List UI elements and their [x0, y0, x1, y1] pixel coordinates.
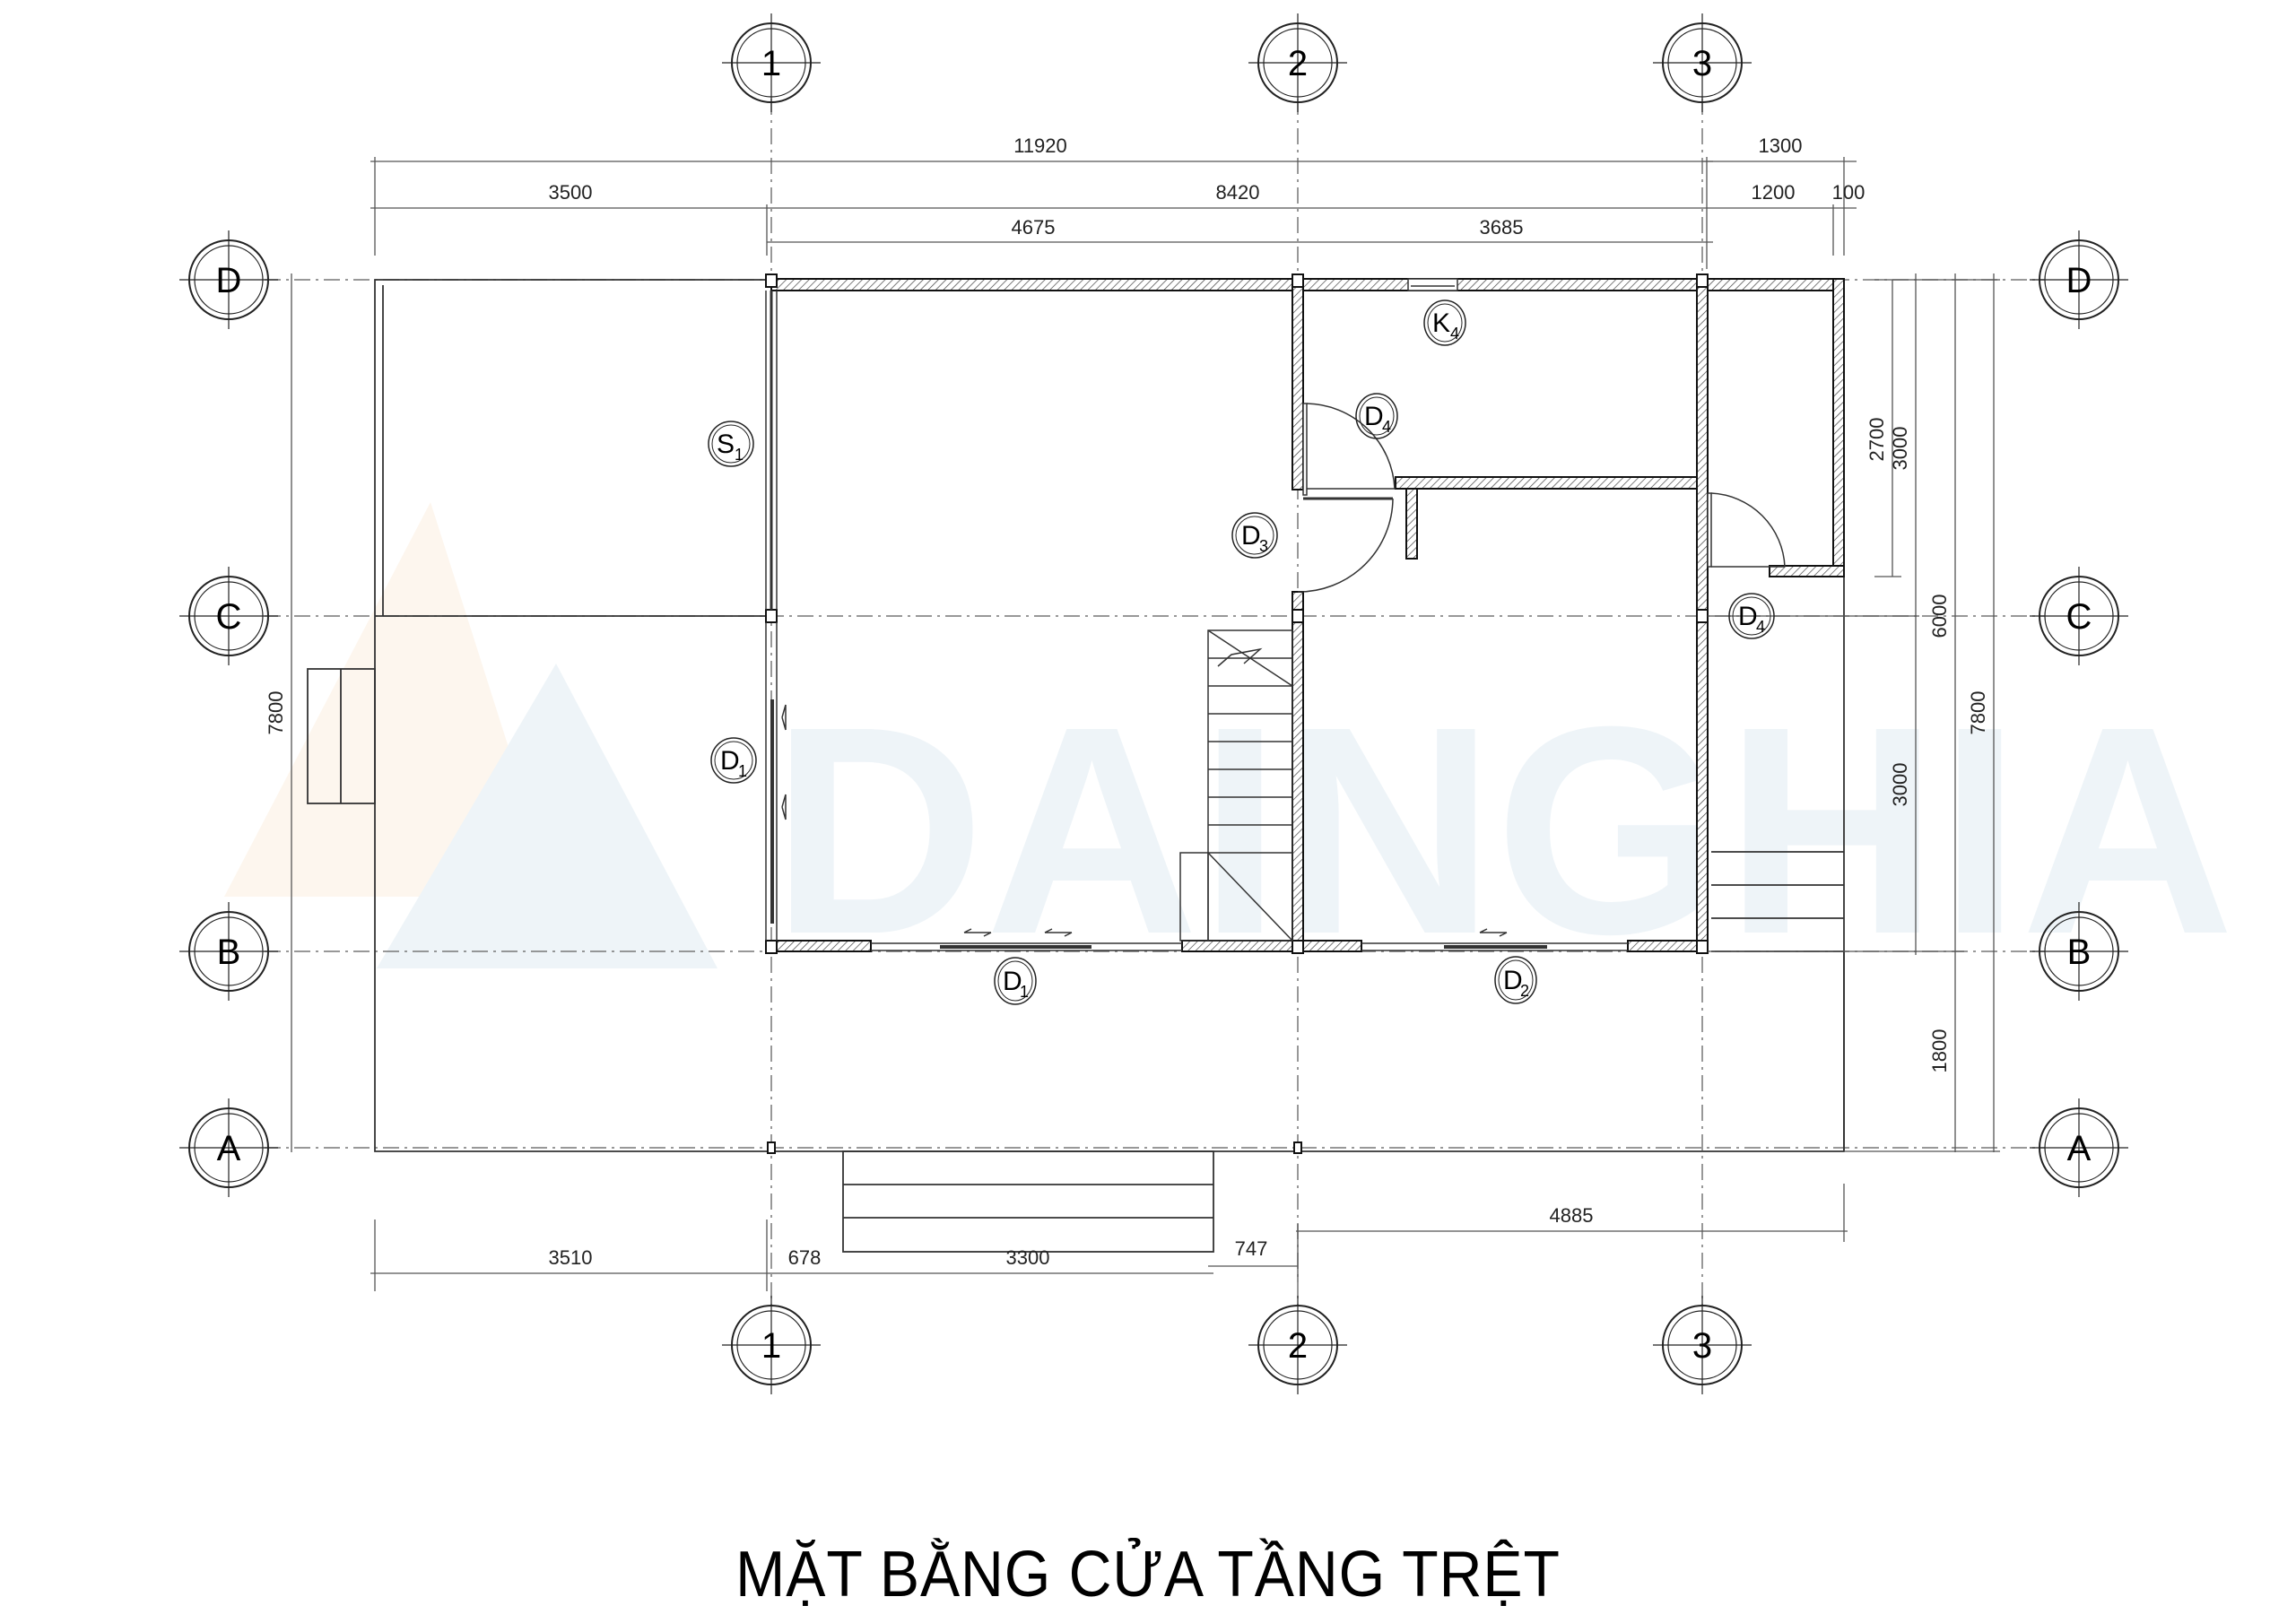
dim-3300: 3300 — [1006, 1246, 1050, 1269]
svg-text:K: K — [1432, 308, 1450, 338]
axis-label-2-top: 2 — [1288, 44, 1308, 83]
axis-label-1-bottom: 1 — [761, 1326, 781, 1366]
staircase — [1179, 629, 1293, 942]
axis-label-1-top: 1 — [761, 44, 781, 83]
svg-text:D: D — [720, 746, 740, 776]
svg-text:4: 4 — [1450, 325, 1459, 343]
svg-text:D: D — [1364, 402, 1384, 431]
dim-3500: 3500 — [549, 181, 593, 204]
dim-3510: 3510 — [549, 1246, 593, 1269]
svg-text:1: 1 — [1020, 983, 1029, 1001]
dim-7800-left: 7800 — [265, 691, 287, 735]
axis-label-B-right: B — [2067, 933, 2092, 972]
svg-text:4: 4 — [1382, 418, 1391, 436]
svg-text:2: 2 — [1520, 982, 1529, 1000]
axis-label-D-right: D — [2066, 261, 2092, 300]
dim-4885: 4885 — [1550, 1204, 1594, 1227]
axis-label-3-bottom: 3 — [1692, 1326, 1712, 1366]
dim-3000-bottom: 3000 — [1889, 763, 1911, 807]
svg-text:1: 1 — [735, 446, 744, 464]
drawing-title: MẶT BẰNG CỬA TẦNG TRỆT — [735, 1539, 1561, 1610]
dim-747: 747 — [1235, 1237, 1268, 1260]
dim-1800: 1800 — [1928, 1029, 1951, 1073]
dim-3000-top: 3000 — [1889, 427, 1911, 471]
svg-text:4: 4 — [1756, 618, 1765, 636]
svg-text:1: 1 — [738, 762, 747, 780]
tag-D1-left: D1 — [710, 737, 757, 784]
dim-8420: 8420 — [1216, 181, 1260, 204]
axis-label-3-top: 3 — [1692, 44, 1712, 83]
walls — [770, 278, 1845, 952]
dimension-lines — [291, 157, 2000, 1291]
dim-3685: 3685 — [1480, 216, 1524, 239]
tag-D1-bottom: D1 — [994, 957, 1037, 1005]
dimension-texts: 11920 1300 3500 8420 1200 100 4675 3685 … — [265, 135, 1989, 1269]
dim-100: 100 — [1832, 181, 1866, 204]
svg-text:3: 3 — [1259, 537, 1268, 555]
axis-label-D-left: D — [216, 261, 242, 300]
axis-label-A-right: A — [2067, 1129, 2092, 1168]
openings — [765, 278, 1786, 951]
dim-7800-right: 7800 — [1967, 691, 1989, 735]
watermark-text: DAINGHIA — [771, 664, 2235, 995]
dim-4675: 4675 — [1012, 216, 1056, 239]
axis-label-C-right: C — [2066, 597, 2092, 637]
columns — [765, 273, 1709, 1154]
tag-D2: D2 — [1494, 956, 1537, 1004]
axis-label-2-bottom: 2 — [1288, 1326, 1308, 1366]
svg-text:D: D — [1738, 602, 1758, 631]
tag-D4-right: D4 — [1728, 593, 1775, 639]
axis-label-A-left: A — [217, 1129, 241, 1168]
tag-D3: D3 — [1231, 512, 1278, 559]
grid-bubbles — [179, 13, 2128, 1394]
svg-text:D: D — [1003, 967, 1022, 996]
watermark-logo: DAINGHIA — [224, 502, 2235, 995]
grid-bubble-labels: 1 2 3 1 2 3 D C B A D C B A — [216, 44, 2092, 1366]
dim-678: 678 — [788, 1246, 822, 1269]
dim-6000: 6000 — [1928, 595, 1951, 638]
dim-11920: 11920 — [1013, 135, 1067, 157]
svg-text:D: D — [1503, 966, 1523, 995]
svg-text:S: S — [717, 430, 735, 459]
svg-text:D: D — [1241, 521, 1261, 551]
axis-label-C-left: C — [216, 597, 242, 637]
dim-1300: 1300 — [1759, 135, 1803, 157]
dim-1200: 1200 — [1752, 181, 1796, 204]
axis-label-B-left: B — [217, 933, 241, 972]
tag-D4-upper: D4 — [1355, 393, 1398, 439]
dim-2700: 2700 — [1866, 418, 1888, 462]
